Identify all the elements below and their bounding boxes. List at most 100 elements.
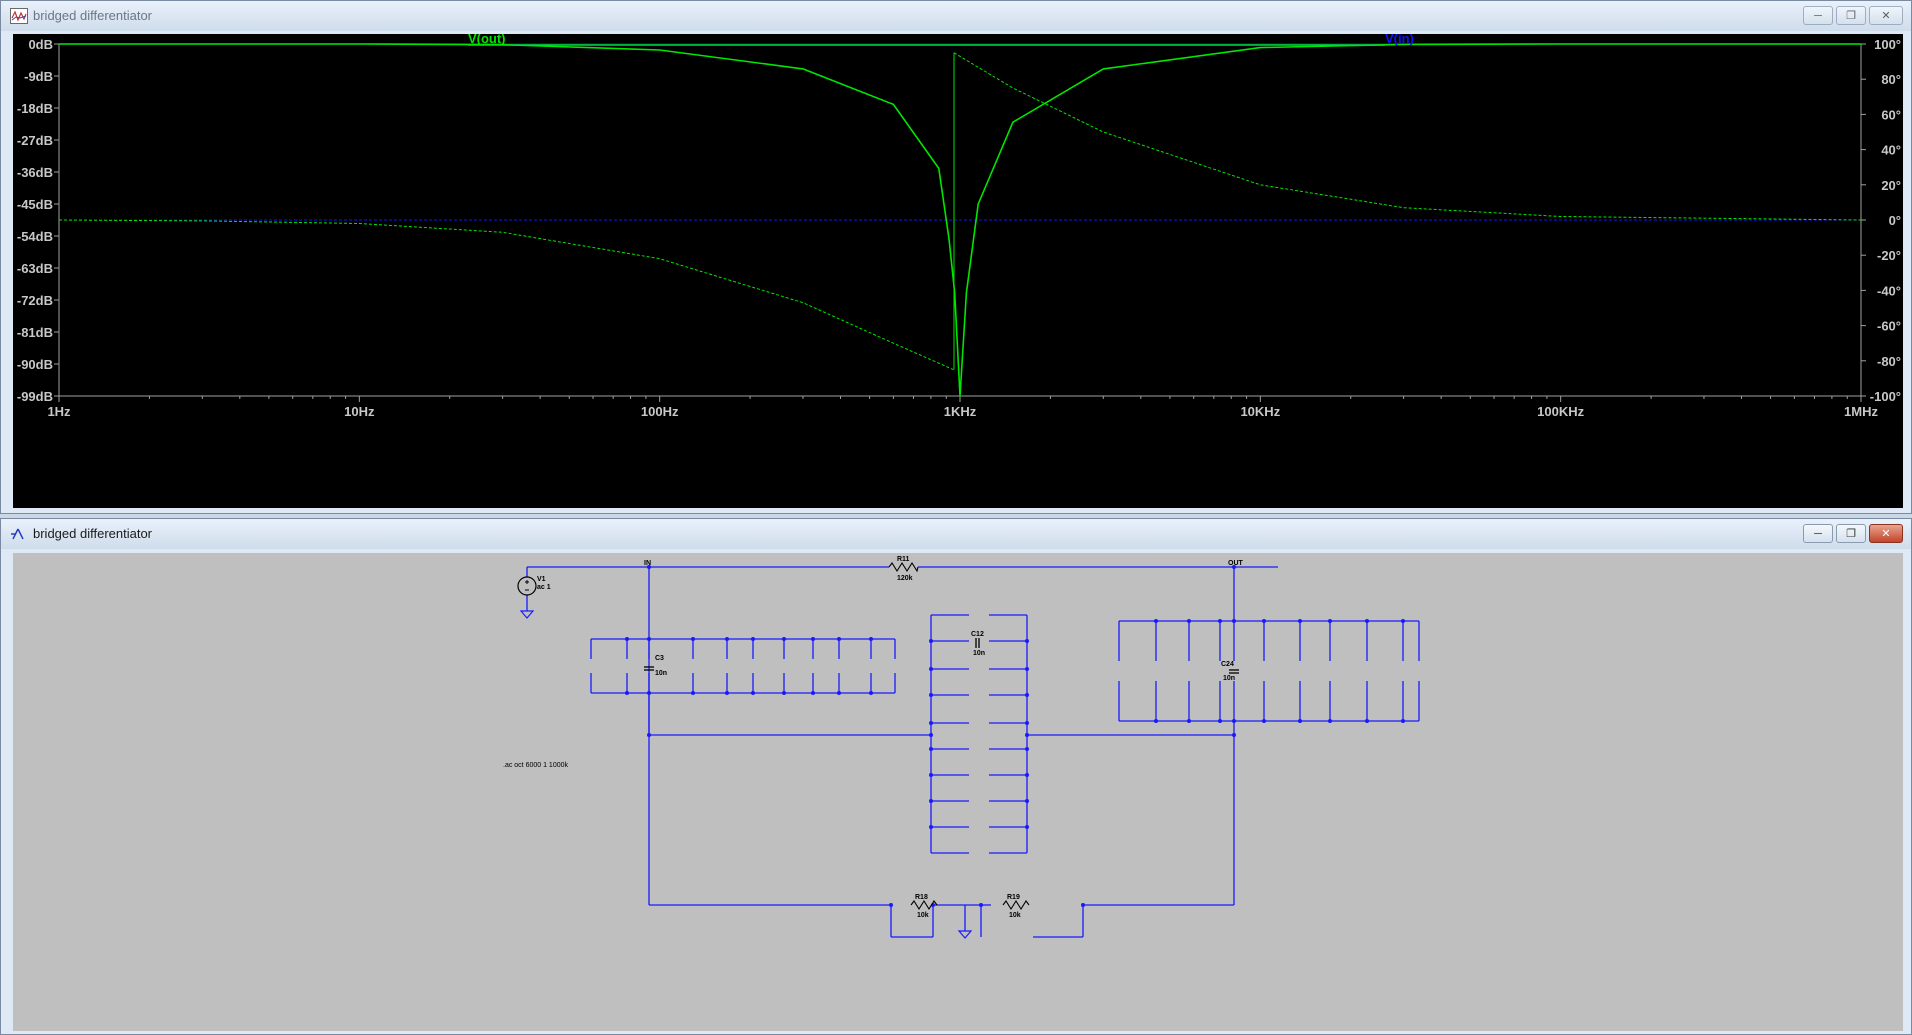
junction-dot	[1262, 719, 1266, 723]
c12-value: 10n	[973, 650, 985, 657]
junction-dot	[837, 637, 841, 641]
y-left-tick-label: -27dB	[17, 133, 53, 148]
schematic-window-title: bridged differentiator	[33, 526, 153, 541]
schematic-maximize-button[interactable]: ❐	[1836, 524, 1866, 543]
plot-close-button[interactable]: ✕	[1869, 6, 1903, 25]
y-left-tick-label: -90dB	[17, 357, 53, 372]
plot-minimize-button[interactable]: ─	[1803, 6, 1833, 25]
ground-symbol	[957, 930, 973, 939]
y-left-tick-label: -45dB	[17, 197, 53, 212]
y-left-tick-label: -81dB	[17, 325, 53, 340]
junction-dot	[647, 637, 651, 641]
c3-value: 10n	[655, 670, 667, 677]
capacitor-ladders	[590, 614, 1420, 854]
y-left-tick-label: -18dB	[17, 101, 53, 116]
junction-dot	[1081, 903, 1085, 907]
junction-dots	[625, 565, 1405, 907]
schematic-minimize-button[interactable]: ─	[1803, 524, 1833, 543]
junction-dot	[1025, 639, 1029, 643]
junction-dot	[929, 799, 933, 803]
junction-dot	[1154, 619, 1158, 623]
junction-dot	[1218, 719, 1222, 723]
schematic-editor-icon	[11, 528, 24, 540]
junction-dot	[1187, 619, 1191, 623]
waveform-viewer-icon	[10, 8, 28, 24]
trace-label-vin[interactable]: V(in)	[1385, 34, 1414, 46]
y-left-tick-label: -36dB	[17, 165, 53, 180]
schematic-close-button[interactable]: ✕	[1869, 524, 1903, 543]
capacitor-c24[interactable]: C24 10n	[1221, 661, 1239, 682]
junction-dot	[979, 903, 983, 907]
resistor-r11[interactable]: R11 120k	[888, 556, 919, 582]
junction-dot	[929, 693, 933, 697]
v1-ref: V1	[537, 576, 546, 583]
junction-dot	[1365, 619, 1369, 623]
junction-dot	[1401, 619, 1405, 623]
plot-window: bridged differentiator ─ ❐ ✕ 0dB-9dB-18d…	[0, 0, 1912, 514]
c24-ref: C24	[1221, 661, 1234, 668]
y-left-tick-label: -54dB	[17, 229, 53, 244]
junction-dot	[1328, 619, 1332, 623]
junction-dot	[725, 691, 729, 695]
y-right-tick-label: 100°	[1874, 37, 1901, 52]
junction-dot	[929, 639, 933, 643]
junction-dot	[782, 691, 786, 695]
y-right-tick-label: 0°	[1889, 213, 1901, 228]
net-label-in: IN	[644, 560, 651, 567]
c3-ref: C3	[655, 655, 664, 662]
y-right-tick-label: -80°	[1877, 354, 1901, 369]
junction-dot	[1025, 747, 1029, 751]
junction-dot	[691, 691, 695, 695]
vout-phase-trace	[58, 219, 954, 371]
schematic-canvas[interactable]: V1 ac 1 R11 120k R18 10k R19	[13, 553, 1903, 1031]
voltage-source-v1[interactable]: V1 ac 1	[517, 576, 551, 596]
junction-dot	[1025, 733, 1029, 737]
plot-maximize-button[interactable]: ❐	[1836, 6, 1866, 25]
schematic-drawing[interactable]: V1 ac 1 R11 120k R18 10k R19	[13, 553, 1903, 1031]
y-left-tick-label: -72dB	[17, 293, 53, 308]
plot-pane[interactable]: 0dB-9dB-18dB-27dB-36dB-45dB-54dB-63dB-72…	[13, 34, 1903, 508]
junction-dot	[929, 747, 933, 751]
y-right-tick-label: 80°	[1881, 72, 1901, 87]
close-icon: ✕	[1881, 528, 1891, 540]
wires	[526, 566, 1278, 938]
bode-plot[interactable]: 0dB-9dB-18dB-27dB-36dB-45dB-54dB-63dB-72…	[13, 34, 1903, 508]
plot-titlebar[interactable]: bridged differentiator ─ ❐ ✕	[1, 1, 1911, 31]
resistor-r19[interactable]: R19 10k	[1002, 894, 1030, 919]
junction-dot	[1025, 825, 1029, 829]
r19-value: 10k	[1009, 912, 1021, 919]
junction-dot	[869, 637, 873, 641]
junction-dot	[751, 637, 755, 641]
restore-icon: ❐	[1846, 528, 1856, 540]
restore-icon: ❐	[1846, 10, 1856, 22]
junction-dot	[929, 825, 933, 829]
junction-dot	[691, 637, 695, 641]
y-left-tick-label: -9dB	[24, 69, 53, 84]
schematic-titlebar[interactable]: bridged differentiator ─ ❐ ✕	[1, 519, 1911, 549]
capacitor-c3[interactable]: C3 10n	[644, 655, 667, 677]
junction-dot	[1328, 719, 1332, 723]
junction-dot	[929, 721, 933, 725]
r19-ref: R19	[1007, 894, 1020, 901]
junction-dot	[1025, 721, 1029, 725]
junction-dot	[1154, 719, 1158, 723]
junction-dot	[811, 637, 815, 641]
resistor-r18[interactable]: R18 10k	[910, 894, 938, 919]
x-tick-label: 10KHz	[1240, 404, 1280, 419]
plot-window-title: bridged differentiator	[33, 8, 153, 23]
y-right-tick-label: -100°	[1870, 389, 1901, 404]
spice-directive[interactable]: .ac oct 6000 1 1000k	[503, 762, 568, 769]
junction-dot	[811, 691, 815, 695]
r18-value: 10k	[917, 912, 929, 919]
junction-dot	[1025, 693, 1029, 697]
plot-labels: 0dB-9dB-18dB-27dB-36dB-45dB-54dB-63dB-72…	[17, 34, 1901, 419]
junction-dot	[625, 637, 629, 641]
trace-label-vout[interactable]: V(out)	[468, 34, 506, 46]
junction-dot	[1298, 719, 1302, 723]
junction-dot	[1232, 619, 1236, 623]
capacitor-c12[interactable]: C12 10n	[971, 631, 985, 657]
y-left-tick-label: -99dB	[17, 389, 53, 404]
y-left-tick-label: -63dB	[17, 261, 53, 276]
y-right-tick-label: 40°	[1881, 143, 1901, 158]
r18-ref: R18	[915, 894, 928, 901]
